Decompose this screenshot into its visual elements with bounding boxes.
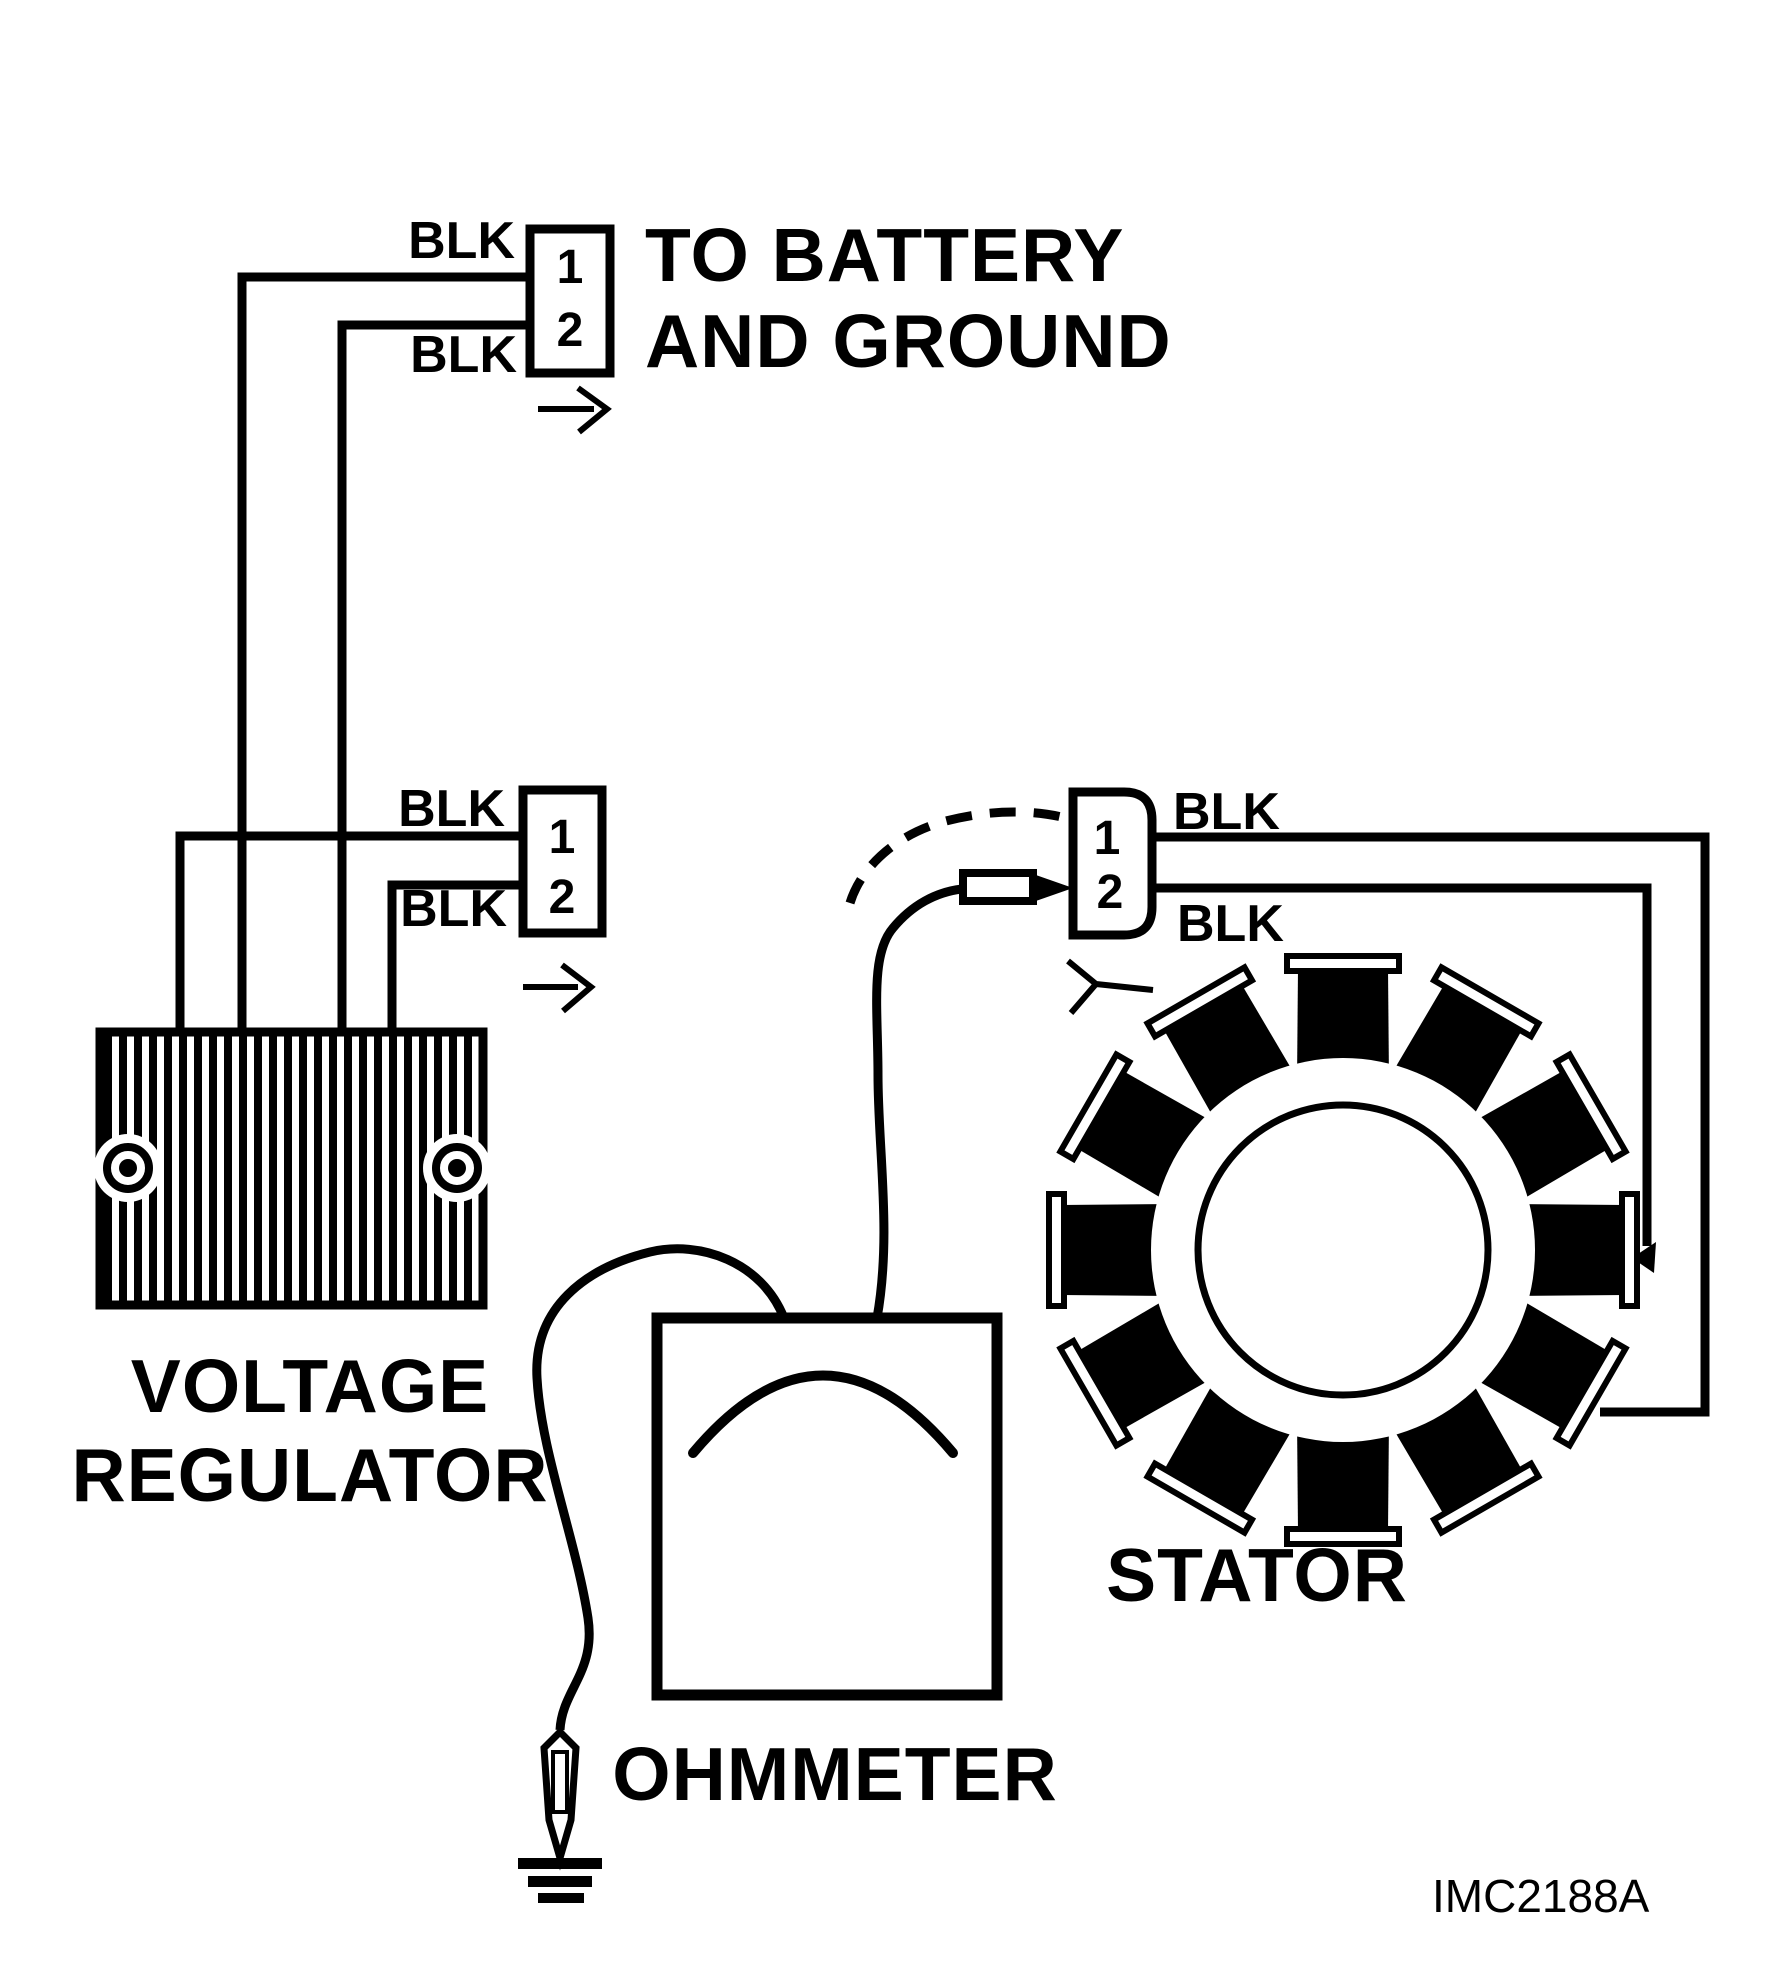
stator-wire2-arrowhead-icon	[1632, 1242, 1656, 1273]
wire-regulator-pin2	[387, 880, 523, 1032]
wire-regulator-pin1	[175, 831, 523, 1032]
battery-note-line1: TO BATTERY	[645, 213, 1124, 297]
voltage-regulator-label-line2: REGULATOR	[71, 1433, 548, 1517]
stator-wire-pin2	[1152, 883, 1652, 1246]
test-probe-icon	[540, 1727, 580, 1871]
mounting-bolt-left-icon	[94, 1134, 162, 1202]
regulator-connector: 1 2 BLK BLK	[398, 780, 607, 1014]
crow-foot-arrow-icon	[1066, 958, 1154, 1015]
battery-connector-pin2-label: 2	[557, 304, 584, 357]
regulator-wire1-color-label: BLK	[398, 780, 505, 838]
figure-id: IMC2188A	[1432, 1870, 1650, 1922]
ground-symbol-icon	[518, 1858, 602, 1903]
flow-arrow-icon	[538, 385, 612, 435]
battery-connector-pin1-label: 1	[557, 241, 584, 294]
stator-bore	[1194, 1101, 1492, 1399]
stator-connector: 1 2 BLK BLK	[1066, 783, 1284, 1015]
flow-arrow-icon	[523, 962, 596, 1014]
mounting-bolt-right-icon	[423, 1134, 491, 1202]
ohmmeter-lead-alt-dashed	[845, 807, 1068, 905]
lead-arrowhead-icon	[1033, 874, 1073, 902]
voltage-regulator	[94, 1027, 491, 1310]
battery-wire1-color-label: BLK	[408, 212, 515, 270]
battery-note-line2: AND GROUND	[645, 299, 1172, 383]
stator-wire1-color-label: BLK	[1173, 783, 1280, 841]
stator-wire2-color-label: BLK	[1177, 895, 1284, 953]
wire-battery-pin1	[237, 272, 530, 1032]
meter-scale-arc	[688, 1370, 958, 1458]
ohmmeter	[651, 1312, 1003, 1701]
ohmmeter-label: OHMMETER	[612, 1732, 1057, 1816]
ohmmeter-lead-left	[532, 1244, 789, 1731]
wire-battery-pin2	[337, 320, 530, 1032]
ohmmeter-lead-right	[872, 884, 963, 1319]
battery-connector-box	[525, 224, 615, 378]
battery-connector: 1 2 BLK BLK	[408, 212, 615, 435]
ohmmeter-box	[651, 1312, 1003, 1701]
battery-wire2-color-label: BLK	[410, 326, 517, 384]
regulator-connector-box	[518, 785, 607, 938]
stator-connector-pin1-label: 1	[1094, 812, 1121, 865]
regulator-connector-pin2-label: 2	[549, 871, 576, 924]
stator	[1049, 956, 1637, 1544]
stator-wire-pin1	[1152, 832, 1710, 1417]
regulator-connector-pin1-label: 1	[549, 811, 576, 864]
stator-connector-pin2-label: 2	[1097, 866, 1124, 919]
stator-connector-box	[1068, 787, 1157, 940]
stator-label: STATOR	[1106, 1533, 1408, 1617]
voltage-regulator-label-line1: VOLTAGE	[131, 1344, 489, 1428]
regulator-wire2-color-label: BLK	[400, 880, 507, 938]
bullet-connector-icon	[959, 869, 1037, 905]
